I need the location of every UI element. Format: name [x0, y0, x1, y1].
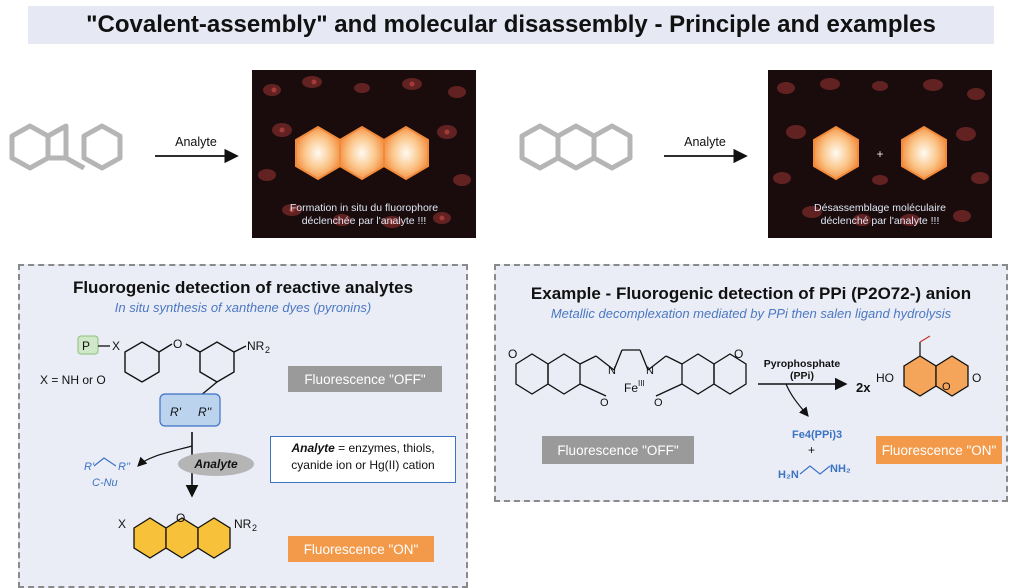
svg-text:O: O	[942, 381, 951, 393]
svg-text:N: N	[646, 365, 654, 377]
cell-image-assembly: Formation in situ du fluorophore déclenc…	[252, 70, 476, 238]
svg-text:2: 2	[252, 523, 257, 533]
left-panel-title: Fluorogenic detection of reactive analyt…	[72, 278, 414, 297]
right-panel: Example - Fluorogenic detection of PPi (…	[494, 264, 1008, 502]
svg-text:O: O	[734, 347, 743, 361]
svg-text:2: 2	[265, 345, 270, 355]
analyte-definition-box: Analyte = enzymes, thiols, cyanide ion o…	[270, 436, 456, 483]
c-nu-label: C-Nu	[92, 477, 118, 489]
svg-text:+: +	[876, 147, 883, 161]
svg-text:III: III	[638, 379, 645, 388]
right-grey-fluorophore	[519, 123, 633, 171]
svg-text:X: X	[112, 339, 120, 353]
right-panel-title: Example - Fluorogenic detection of PPi (…	[530, 284, 972, 303]
svg-text:Analyte: Analyte	[193, 457, 238, 471]
page-title: "Covalent-assembly" and molecular disass…	[86, 11, 936, 38]
right-fluorescence-off: Fluorescence "OFF"	[542, 436, 694, 464]
fe-byproduct: Fe4(PPi)3	[792, 429, 842, 441]
svg-text:Fe: Fe	[624, 381, 638, 395]
svg-text:R'': R''	[118, 461, 131, 473]
svg-text:O: O	[508, 347, 517, 361]
right-fluorescence-on: Fluorescence "ON"	[876, 436, 1002, 464]
svg-text:O: O	[972, 371, 981, 385]
fluorophore-ring-3	[383, 125, 429, 181]
svg-text:X: X	[118, 517, 126, 531]
cell-texture	[258, 76, 471, 228]
hydroxycoumarin-product	[903, 335, 969, 397]
fragment-ring-2	[901, 125, 947, 181]
left-panel: Fluorogenic detection of reactive analyt…	[18, 264, 468, 588]
alkene-box	[159, 393, 221, 427]
title-bar: "Covalent-assembly" and molecular disass…	[28, 6, 994, 44]
cell-image-disassembly: + Désassemblage moléculaire déclenché pa…	[768, 70, 992, 238]
fe-salen-complex	[515, 349, 747, 397]
cell-texture-2: +	[773, 78, 989, 226]
svg-text:N: N	[608, 365, 616, 377]
principle-diagram: Analyte Analyte	[9, 123, 748, 171]
svg-text:P: P	[82, 339, 90, 353]
reagent-name: Pyrophosphate	[764, 358, 841, 370]
svg-text:R': R'	[170, 405, 182, 419]
svg-text:HO: HO	[876, 371, 894, 385]
left-grey-precursor	[9, 123, 123, 171]
plus-sign: +	[808, 443, 815, 457]
coefficient: 2x	[856, 380, 871, 395]
left-arrow-label: Analyte	[175, 135, 217, 149]
svg-text:O: O	[176, 511, 185, 525]
left-fluorescence-off: Fluorescence "OFF"	[288, 366, 442, 392]
left-panel-subtitle: In situ synthesis of xanthene dyes (pyro…	[114, 300, 372, 315]
svg-text:NH₂: NH₂	[830, 463, 851, 475]
svg-text:O: O	[173, 337, 182, 351]
svg-text:O: O	[600, 397, 609, 409]
fragment-ring-1	[813, 125, 859, 181]
protecting-group-box	[77, 335, 99, 355]
svg-text:O: O	[654, 397, 663, 409]
left-fluorescence-on: Fluorescence "ON"	[288, 536, 434, 562]
assembly-caption: Formation in situ du fluorophore déclenc…	[289, 202, 439, 227]
disassembly-caption: Désassemblage moléculaire déclenché par …	[814, 202, 946, 227]
svg-text:R'': R''	[198, 405, 212, 419]
svg-text:NR: NR	[247, 339, 265, 353]
svg-text:R': R'	[84, 461, 95, 473]
reagent-abbrev: (PPi)	[790, 370, 814, 382]
analyte-pill	[178, 452, 254, 476]
fluorophore-ring-1	[295, 125, 341, 181]
right-panel-subtitle: Metallic decomplexation mediated by PPi …	[550, 306, 952, 321]
right-arrow-label: Analyte	[684, 135, 726, 149]
xanthene-product	[133, 517, 231, 559]
svg-text:H₂N: H₂N	[778, 469, 799, 481]
fluorophore-ring-2	[339, 125, 385, 181]
svg-text:NR: NR	[234, 517, 252, 531]
x-definition: X = NH or O	[40, 373, 106, 387]
